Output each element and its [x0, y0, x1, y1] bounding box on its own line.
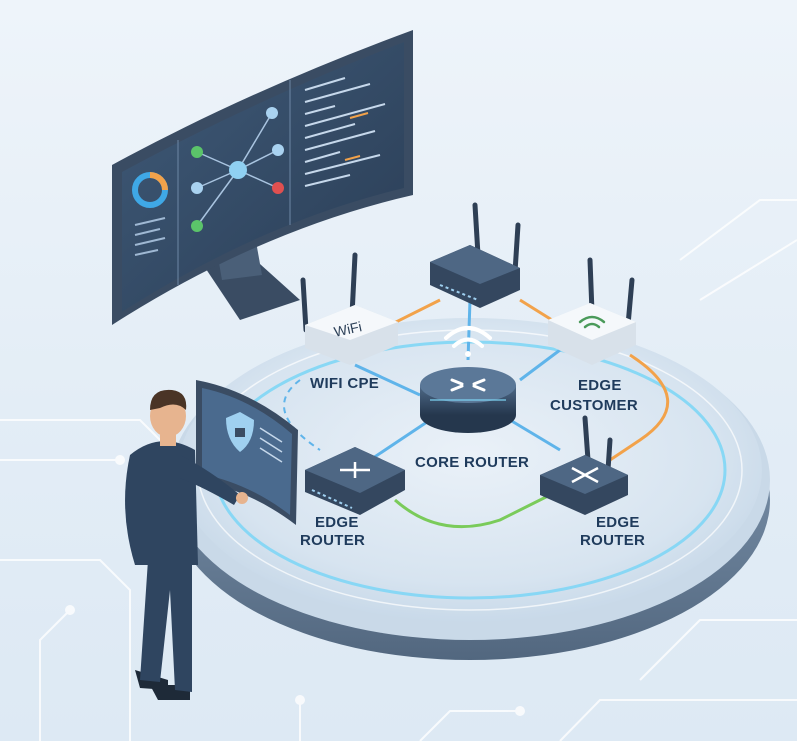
edge-router-right-device — [540, 415, 628, 515]
link-wifi-left — [283, 379, 321, 451]
link-left-right — [394, 488, 561, 529]
link-core-customer — [519, 348, 561, 382]
label-core-router: CORE ROUTER — [415, 454, 529, 471]
link-wifi-core — [354, 363, 421, 397]
edge-customer-device — [548, 257, 636, 365]
label-edge-router-left-2: ROUTER — [300, 532, 365, 549]
core-router-device — [420, 367, 516, 433]
shield-icon — [226, 412, 254, 452]
label-edge-router-right-2: ROUTER — [580, 532, 645, 549]
link-customer-right — [609, 353, 669, 462]
network-graph-icon — [191, 107, 284, 232]
label-edge-customer-2: CUSTOMER — [550, 397, 638, 414]
top-router — [430, 202, 521, 308]
wifi-icon — [578, 315, 606, 329]
router-arrows-icon — [450, 378, 486, 392]
network-platform — [170, 318, 770, 660]
wifi-icon — [444, 326, 492, 357]
donut-chart-icon — [132, 172, 168, 208]
label-edge-customer-1: EDGE — [578, 377, 622, 394]
wifi-cpe-device-text: WiFi — [332, 318, 363, 339]
edge-router-left-device — [305, 447, 405, 515]
wifi-cpe-device: WiFi — [300, 252, 398, 365]
label-wifi-cpe: WIFI CPE — [310, 375, 379, 392]
engineer-figure — [125, 389, 248, 700]
link-core-left — [369, 418, 431, 462]
router-arrows-icon — [340, 462, 370, 478]
security-tablet — [196, 380, 298, 525]
dashboard-monitor — [112, 30, 413, 325]
link-core-right — [509, 418, 561, 452]
label-edge-router-left-1: EDGE — [315, 514, 359, 531]
router-arrows-icon — [571, 466, 599, 484]
label-edge-router-right-1: EDGE — [596, 514, 640, 531]
